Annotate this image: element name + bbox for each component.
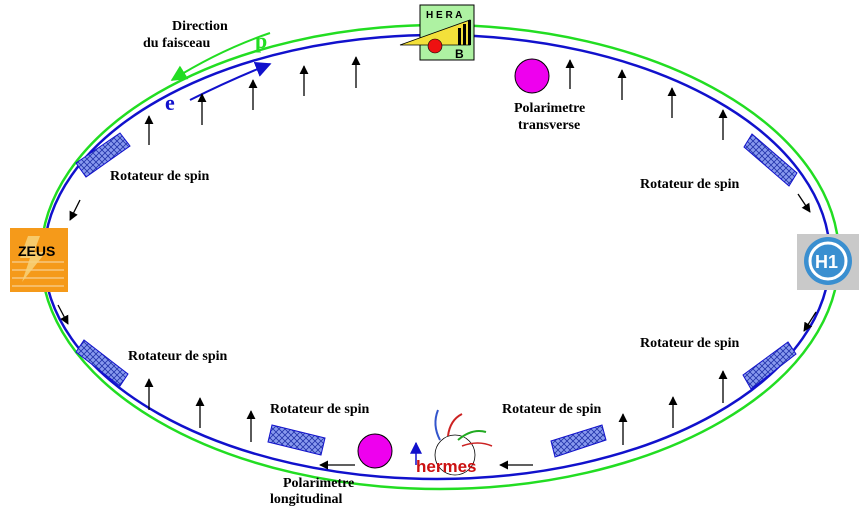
proton-ring — [39, 23, 841, 491]
hermes-logo: hermes — [410, 409, 493, 476]
rotator-top-right — [743, 133, 798, 187]
spin-arrow — [797, 193, 811, 213]
polarimeter-longitudinal-label-2: longitudinal — [270, 492, 342, 507]
rotator-label-bottom-left: Rotateur de spin — [128, 349, 228, 364]
spin-arrow — [57, 304, 69, 325]
rotator-label-bottom-center-left: Rotateur de spin — [270, 402, 370, 417]
h1-logo: H1 — [797, 234, 859, 290]
spin-rotators — [75, 132, 798, 458]
rotator-bottom-center-left — [267, 424, 326, 456]
spin-arrow — [803, 311, 817, 332]
rotator-label-bottom-right: Rotateur de spin — [640, 336, 740, 351]
svg-text:hermes: hermes — [416, 457, 476, 476]
beam-e-label: e — [165, 90, 175, 115]
rotator-bottom-right — [742, 341, 797, 390]
polarimeter-longitudinal-icon — [357, 433, 393, 469]
svg-text:ZEUS: ZEUS — [18, 243, 55, 259]
proton-direction-arrow — [170, 32, 271, 81]
rotator-label-top-left: Rotateur de spin — [110, 169, 210, 184]
rotator-bottom-left — [75, 339, 129, 387]
rotator-label-top-right: Rotateur de spin — [640, 177, 740, 192]
spin-arrow — [69, 199, 81, 221]
rotator-label-bottom-center-right: Rotateur de spin — [502, 402, 602, 417]
spin-arrows-up — [144, 56, 728, 445]
hera-b-logo: H E R A B — [399, 4, 475, 61]
direction-label-1: Direction — [172, 19, 228, 34]
rotator-bottom-center-right — [550, 424, 607, 458]
svg-text:B: B — [455, 47, 464, 61]
svg-text:H E R A: H E R A — [426, 10, 462, 21]
rotator-top-left — [75, 132, 131, 178]
polarimeter-longitudinal-label-1: Polarimetre — [283, 476, 354, 491]
zeus-logo: ZEUS — [10, 228, 68, 292]
spin-arrows-longitudinal — [57, 193, 817, 470]
beam-p-label: p — [255, 28, 267, 53]
polarimeter-transverse-label-2: transverse — [518, 118, 580, 133]
direction-label-2: du faisceau — [143, 36, 211, 51]
polarimeter-transverse-label-1: Polarimetre — [514, 101, 585, 116]
svg-text:H1: H1 — [815, 252, 838, 272]
polarimeter-transverse-icon — [514, 58, 550, 94]
